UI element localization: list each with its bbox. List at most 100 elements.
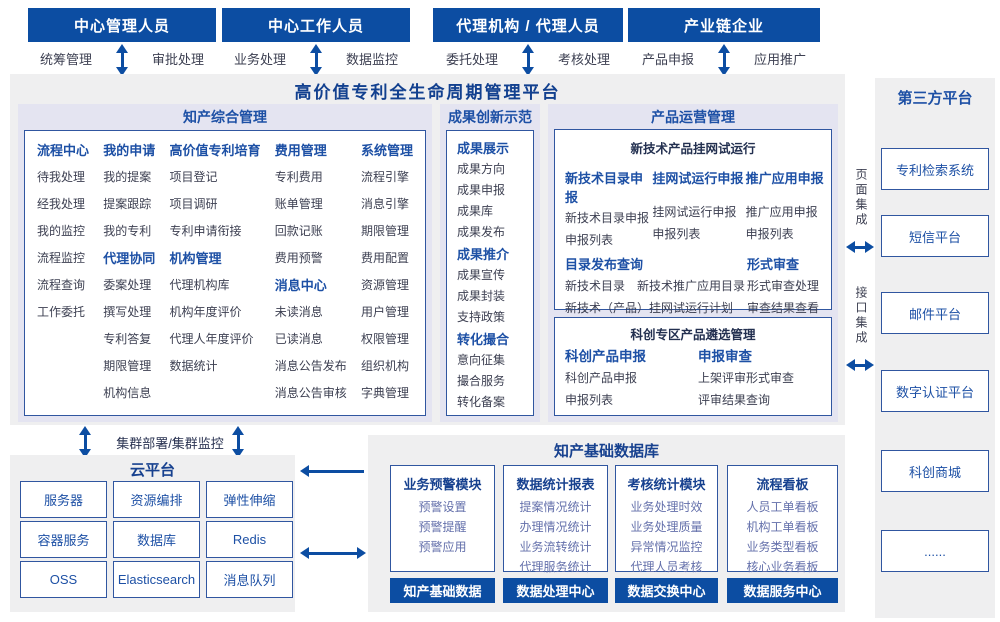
third-party-box: 邮件平台 (881, 292, 989, 334)
vertical-double-arrow-icon (115, 44, 129, 76)
horizontal-double-arrow-icon (300, 546, 366, 560)
menu-item: 用户管理 (360, 305, 409, 319)
menu-item: 申报列表 (652, 227, 701, 241)
module-header: 业务预警模块 (403, 477, 482, 492)
cloud-box: OSS (20, 561, 107, 598)
vertical-double-arrow-icon (309, 44, 323, 76)
group-header: 转化撮合 (457, 331, 510, 347)
menu-item: 评审结果查询 (697, 393, 770, 407)
ip-column: 系统管理 流程引擎 消息引擎 期限管理 费用配置 资源管理 用户管理 权限管理 … (361, 136, 413, 410)
group-header: 目录发布查询 (565, 257, 644, 272)
module-item: 异常情况监控 (630, 540, 703, 554)
group-header: 消息中心 (274, 278, 327, 293)
trial-column: 新技术目录申报 新技术目录申报 申报列表 (565, 163, 652, 251)
menu-item: 费用配置 (360, 251, 409, 265)
db-module: 业务预警模块 预警设置 预警提醒 预警应用 (390, 465, 495, 572)
module-item: 机构工单看板 (746, 520, 819, 534)
ip-management-box: 流程中心 待我处理 经我处理 我的监控 流程监控 流程查询 工作委托 我的申请 … (24, 130, 426, 416)
group-header: 机构管理 (169, 251, 222, 266)
group-header: 高价值专利培育 (169, 143, 261, 158)
sci-column: 申报审查 上架评审形式审查 评审结果查询 (698, 345, 827, 411)
module-item: 提案情况统计 (519, 500, 592, 514)
cloud-box: 消息队列 (206, 561, 293, 598)
cloud-box: 弹性伸缩 (206, 481, 293, 518)
third-party-box: 科创商城 (881, 450, 989, 492)
module-item: 人员工单看板 (746, 500, 819, 514)
third-party-box: 短信平台 (881, 215, 989, 257)
module-item: 业务类型看板 (746, 540, 819, 554)
menu-item: 撰写处理 (103, 305, 152, 319)
third-party-box: 数字认证平台 (881, 370, 989, 412)
menu-item: 项目登记 (169, 170, 218, 184)
module-item: 核心业务看板 (746, 560, 819, 574)
module-item: 预警设置 (418, 500, 467, 514)
menu-item: 机构信息 (103, 386, 152, 400)
group-header: 挂网试运行申报 (652, 171, 744, 186)
integration-api-label: 接口集成 (854, 286, 868, 346)
menu-item: 形式审查处理 (747, 279, 820, 293)
cloud-box: 服务器 (20, 481, 107, 518)
module-header: 考核统计模块 (627, 477, 706, 492)
section-title: 成果创新示范 (448, 109, 532, 125)
vertical-double-arrow-icon (521, 44, 535, 76)
ip-column: 流程中心 待我处理 经我处理 我的监控 流程监控 流程查询 工作委托 (37, 136, 89, 410)
left-arrow-icon (300, 464, 366, 478)
menu-item: 成果发布 (457, 225, 506, 239)
vertical-double-arrow-icon (717, 44, 731, 76)
subsection-title: 新技术产品挂网试运行 (630, 142, 756, 156)
cloud-title: 云平台 (129, 461, 175, 479)
group-header: 系统管理 (360, 143, 413, 158)
menu-item: 审查结果查看 (747, 301, 820, 315)
menu-item: 期限管理 (360, 224, 409, 238)
menu-item: 代理人年度评价 (169, 332, 254, 346)
achievement-box: 成果展示 成果方向 成果申报 成果库 成果发布 成果推介 成果宣传 成果封装 支… (446, 130, 534, 416)
actor-roles-center-managers: 统筹管理 审批处理 (28, 48, 216, 68)
module-header: 数据统计报表 (516, 477, 595, 492)
horizontal-double-arrow-icon (846, 240, 874, 254)
sci-column: 科创产品申报 科创产品申报 申报列表 (565, 345, 698, 411)
section-title: 产品运营管理 (651, 109, 735, 125)
actor-box-center-managers: 中心管理人员 (28, 8, 216, 42)
menu-item: 申报列表 (565, 393, 614, 407)
menu-item: 期限管理 (103, 359, 152, 373)
cloud-box: Redis (206, 521, 293, 558)
ip-column: 我的申请 我的提案 提案跟踪 我的专利 代理协同 委案处理 撰写处理 专利答复 … (103, 136, 155, 410)
menu-item: 流程查询 (37, 278, 86, 292)
group-header: 流程中心 (37, 143, 90, 158)
role-label: 应用推广 (754, 51, 807, 67)
menu-item: 成果申报 (457, 183, 506, 197)
module-item: 预警应用 (418, 540, 467, 554)
menu-item: 挂网试运行申报 (652, 205, 737, 219)
horizontal-double-arrow-icon (846, 358, 874, 372)
role-label: 数据监控 (346, 51, 399, 67)
product-trial-box: 新技术产品挂网试运行 新技术目录申报 新技术目录申报 申报列表 挂网试运行申报 … (554, 129, 832, 315)
actor-box-center-staff: 中心工作人员 (222, 8, 410, 42)
menu-item: 推广应用申报 (745, 205, 818, 219)
menu-item: 流程引擎 (360, 170, 409, 184)
cloud-box: 资源编排 (113, 481, 200, 518)
menu-item: 组织机构 (360, 359, 409, 373)
menu-item: 提案跟踪 (103, 197, 152, 211)
role-label: 统筹管理 (39, 51, 92, 67)
menu-item: 项目调研 (169, 197, 218, 211)
core-box: 数据服务中心 (727, 578, 838, 603)
actor-box-industry-chain: 产业链企业 (628, 8, 820, 42)
menu-item: 成果库 (457, 204, 494, 218)
menu-item: 经我处理 (37, 197, 86, 211)
menu-item: 委案处理 (103, 278, 152, 292)
module-item: 办理情况统计 (519, 520, 592, 534)
module-item: 业务处理质量 (630, 520, 703, 534)
platform-title: 高价值专利全生命周期管理平台 (294, 82, 561, 102)
menu-item: 我的提案 (103, 170, 152, 184)
menu-item-line: 新技术目录新技术推广应用目录 (565, 275, 747, 297)
trial-column: 挂网试运行申报 挂网试运行申报 申报列表 (652, 163, 745, 251)
ip-column: 高价值专利培育 项目登记 项目调研 专利申请衔接 机构管理 代理机构库 机构年度… (169, 136, 260, 410)
group-header: 成果推介 (457, 246, 510, 262)
menu-item: 字典管理 (360, 386, 409, 400)
third-party-box: 专利检索系统 (881, 148, 989, 190)
menu-item: 新技术推广应用目录 (637, 279, 746, 293)
module-header: 流程看板 (756, 477, 809, 492)
role-label: 委托处理 (445, 51, 498, 67)
trial-column: 推广应用申报 推广应用申报 申报列表 (746, 163, 827, 251)
